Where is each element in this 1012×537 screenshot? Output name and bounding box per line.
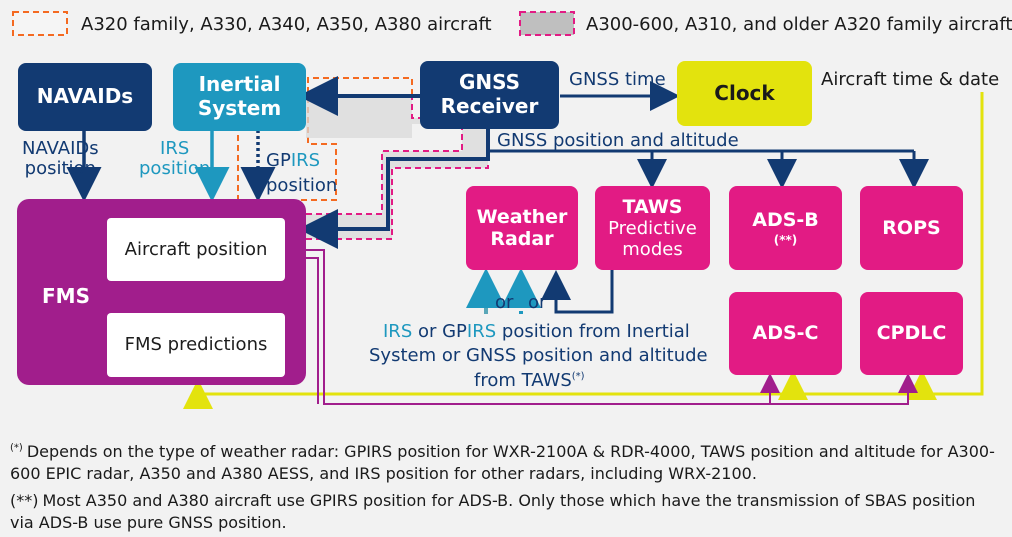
ads-b-box: ADS-B (**) — [729, 186, 842, 270]
navaids-box: NAVAIDs — [18, 63, 152, 131]
footnote-2-mark: (**) — [10, 491, 39, 510]
weather-source-line-3: from TAWS(*) — [474, 371, 585, 391]
weather-source-gp: or GP — [412, 321, 467, 342]
footnote-2: (**)Most A350 and A380 aircraft use GPIR… — [10, 490, 995, 533]
taws-title: TAWS — [622, 195, 683, 218]
legend-swatch-orange — [12, 11, 68, 36]
fms-predictions-box: FMS predictions — [107, 313, 285, 377]
cpdlc-box: CPDLC — [860, 292, 963, 375]
gpirs-label: GPIRS — [266, 151, 320, 171]
legend-swatch-pink — [519, 11, 575, 36]
gpirs-position-label: position — [266, 175, 338, 196]
ads-c-box: ADS-C — [729, 292, 842, 375]
gnss-time-label: GNSS time — [569, 69, 666, 90]
footnote-1: (*)Depends on the type of weather radar:… — [10, 441, 995, 484]
weather-source-position: position from Inertial — [496, 321, 690, 342]
gpirs-label-irs: IRS — [290, 150, 321, 171]
rops-box: ROPS — [860, 186, 963, 270]
ads-b-title: ADS-B — [752, 208, 819, 231]
irs-position-label: IRS position — [139, 138, 211, 179]
inertial-system-box: Inertial System — [173, 63, 306, 131]
footnote-2-text: Most A350 and A380 aircraft use GPIRS po… — [10, 491, 976, 532]
weather-source-line-3-text: from TAWS — [474, 370, 572, 391]
clock-box: Clock — [677, 61, 812, 126]
footnote-1-text: Depends on the type of weather radar: GP… — [10, 442, 995, 483]
aircraft-position-box: Aircraft position — [107, 218, 285, 281]
or-label-1: or — [495, 292, 514, 313]
gnss-receiver-box: GNSS Receiver — [420, 61, 559, 129]
fms-label: FMS — [42, 284, 90, 308]
weather-radar-box: Weather Radar — [466, 186, 578, 270]
legend-pink-label: A300-600, A310, and older A320 family ai… — [586, 14, 1012, 35]
weather-source-irs: IRS — [383, 321, 413, 342]
gnss-position-altitude-label: GNSS position and altitude — [497, 130, 739, 151]
fms-output-double-line — [305, 257, 319, 404]
or-label-2: or — [528, 292, 547, 313]
gpirs-label-gp: GP — [266, 150, 291, 171]
ads-b-mark: (**) — [773, 233, 798, 248]
taws-subtitle: Predictive modes — [608, 217, 697, 261]
taws-box: TAWS Predictive modes — [595, 186, 710, 270]
legend-orange-label: A320 family, A330, A340, A350, A380 airc… — [81, 14, 492, 35]
weather-source-irs-2: IRS — [466, 321, 497, 342]
taws-to-weather-arrow — [541, 270, 614, 314]
navaids-position-label: NAVAIDs position — [22, 138, 99, 179]
weather-source-line-1: IRS or GPIRS position from Inertial — [383, 322, 690, 342]
weather-source-line-2: System or GNSS position and altitude — [369, 345, 708, 366]
aircraft-time-date-label: Aircraft time & date — [821, 69, 1000, 90]
footnote-1-mark: (*) — [10, 442, 23, 454]
weather-source-mark: (*) — [571, 371, 585, 382]
